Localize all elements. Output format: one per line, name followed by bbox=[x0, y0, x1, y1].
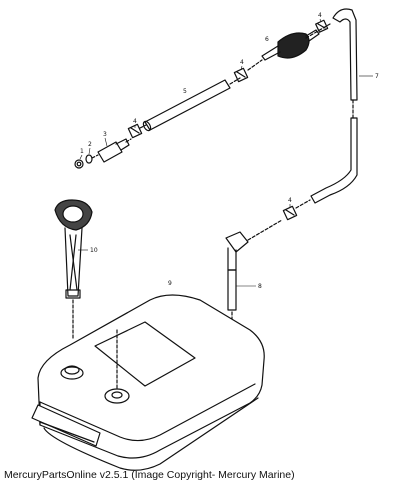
callout-4-middle: 4 bbox=[133, 118, 137, 125]
fuel-tank-part-9 bbox=[31, 294, 265, 471]
callout-10: 10 bbox=[90, 247, 98, 254]
callout-labels: 1 2 3 4 4 4 4 5 6 7 8 9 10 bbox=[80, 12, 379, 290]
ring-part-1 bbox=[74, 159, 84, 169]
primer-bulb-part-6 bbox=[261, 23, 331, 61]
callout-4-upper: 4 bbox=[240, 59, 244, 66]
hose-part-7 bbox=[310, 8, 358, 204]
fitting-part-4-middle bbox=[127, 123, 147, 139]
hose-part-5 bbox=[142, 77, 241, 132]
callout-6: 6 bbox=[265, 36, 269, 43]
fitting-part-4-upper bbox=[233, 59, 263, 83]
callout-8: 8 bbox=[258, 283, 262, 290]
callout-9: 9 bbox=[168, 280, 172, 287]
pickup-tube-part-8 bbox=[225, 219, 283, 331]
connector-part-3 bbox=[97, 138, 132, 163]
callout-1: 1 bbox=[80, 148, 84, 155]
callout-3: 3 bbox=[103, 131, 107, 138]
fitting-part-4-lower bbox=[282, 199, 311, 221]
callout-2: 2 bbox=[88, 141, 92, 148]
image-caption: MercuryPartsOnline v2.5.1 (Image Copyrig… bbox=[4, 469, 295, 481]
callout-4-lower: 4 bbox=[288, 197, 292, 204]
callout-7: 7 bbox=[375, 73, 379, 80]
fuel-gauge-part-10 bbox=[54, 199, 93, 341]
callout-4-top: 4 bbox=[318, 12, 322, 19]
callout-leaders bbox=[78, 18, 373, 287]
ring-part-2 bbox=[85, 154, 99, 164]
callout-5: 5 bbox=[183, 88, 187, 95]
